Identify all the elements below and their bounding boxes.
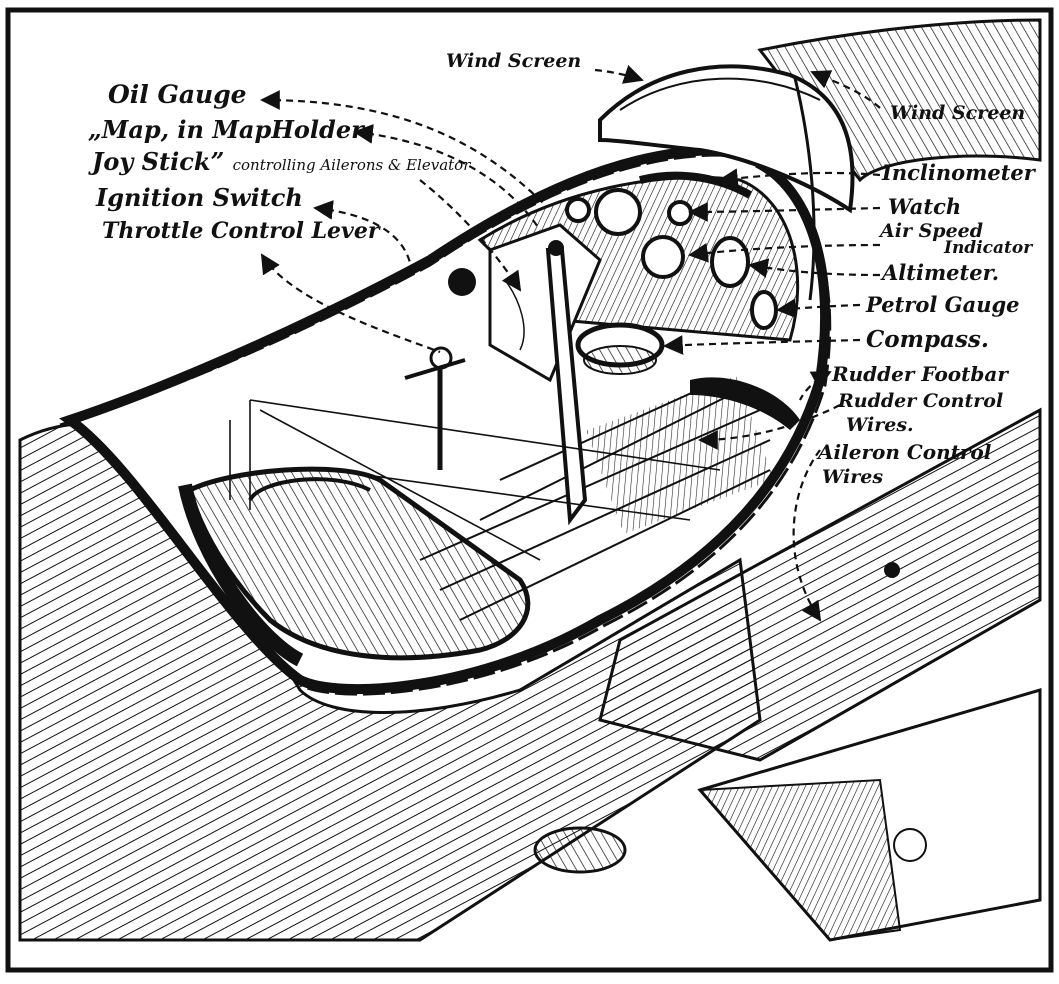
label-petrol-gauge: Petrol Gauge bbox=[866, 292, 1020, 317]
label-compass: Compass. bbox=[866, 326, 989, 353]
label-air-speed-2: Indicator bbox=[944, 238, 1033, 258]
label-wind-screen-right: Wind Screen bbox=[890, 102, 1026, 124]
inclinometer-tube bbox=[639, 171, 752, 199]
floor-shade bbox=[586, 375, 774, 535]
seat bbox=[187, 466, 531, 661]
label-rudder-footbar: Rudder Footbar bbox=[832, 362, 1008, 386]
label-rudder-wires-2: Wires. bbox=[846, 414, 914, 436]
label-ignition-switch: Ignition Switch bbox=[96, 183, 303, 212]
gauges bbox=[565, 188, 778, 330]
frame-border bbox=[5, 7, 1054, 973]
leader-lines bbox=[260, 64, 881, 622]
label-joy-stick-main: Joy Stick” bbox=[92, 147, 225, 176]
rudder-footbar bbox=[690, 377, 800, 430]
deck-bolt bbox=[884, 562, 900, 578]
label-inclinometer: Inclinometer bbox=[882, 160, 1035, 185]
map-holder bbox=[488, 223, 602, 383]
maker-mark bbox=[893, 828, 927, 862]
label-watch: Watch bbox=[888, 194, 962, 219]
coaming-padding bbox=[59, 153, 832, 696]
deck-right bbox=[598, 407, 1042, 762]
label-aileron-wires-1: Aileron Control bbox=[818, 440, 992, 464]
label-wind-screen-top: Wind Screen bbox=[446, 50, 582, 72]
control-wires bbox=[229, 399, 721, 561]
label-joy-stick: Joy Stick” controlling Ailerons & Elevat… bbox=[92, 150, 470, 174]
label-throttle: Throttle Control Lever bbox=[102, 218, 380, 244]
ignition-switch bbox=[448, 268, 476, 296]
label-rudder-wires-1: Rudder Control bbox=[838, 390, 1004, 412]
label-map-holder: „Map, in MapHolder bbox=[88, 115, 364, 144]
inspection-hatch bbox=[533, 826, 627, 874]
label-joy-stick-rest: controlling Ailerons & Elevator bbox=[232, 156, 471, 174]
label-aileron-wires-2: Wires bbox=[822, 466, 884, 488]
lower-strut-hatch bbox=[697, 778, 902, 942]
label-altimeter: Altimeter. bbox=[882, 260, 1000, 285]
label-oil-gauge: Oil Gauge bbox=[108, 80, 247, 109]
label-air-speed-1: Air Speed bbox=[880, 220, 984, 242]
